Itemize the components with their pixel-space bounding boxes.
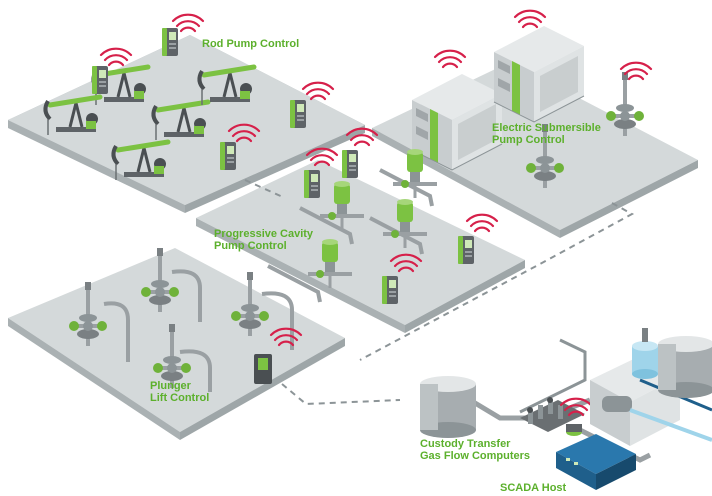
label-plunger-lift: Plunger Lift Control <box>150 380 209 404</box>
progressive-cavity-platform <box>196 160 525 333</box>
water-tank <box>632 328 658 379</box>
label-pc-line2: Pump Control <box>214 240 287 252</box>
gas-storage-tank <box>420 376 476 438</box>
label-custody-transfer: Custody Transfer Gas Flow Computers <box>420 438 530 462</box>
label-rod-pump-control: Rod Pump Control <box>202 38 300 50</box>
storage-tank-right <box>658 336 712 398</box>
label-plunger-line2: Lift Control <box>150 392 210 404</box>
label-custody-line2: Gas Flow Computers <box>420 450 531 462</box>
label-progressive-cavity: Progressive Cavity Pump Control <box>214 228 313 252</box>
label-esp-line1: Electric Submersible <box>492 122 601 134</box>
network-links <box>244 179 635 406</box>
meter-gauge <box>566 424 582 436</box>
label-pc-line1: Progressive Cavity <box>214 228 314 240</box>
scada-host-unit <box>556 434 636 490</box>
pc-flowlines <box>267 168 434 303</box>
label-custody-line1: Custody Transfer <box>420 438 511 450</box>
plunger-controller <box>254 354 272 384</box>
plunger-lift-platform <box>8 248 345 440</box>
label-scada-host: SCADA Host <box>500 482 567 494</box>
label-esp-control: Electric Submersible Pump Control <box>492 122 601 146</box>
plunger-flowlines <box>103 269 294 392</box>
label-esp-line2: Pump Control <box>492 134 565 146</box>
label-plunger-line1: Plunger <box>150 380 191 392</box>
custody-pipe-to-field <box>519 338 587 414</box>
